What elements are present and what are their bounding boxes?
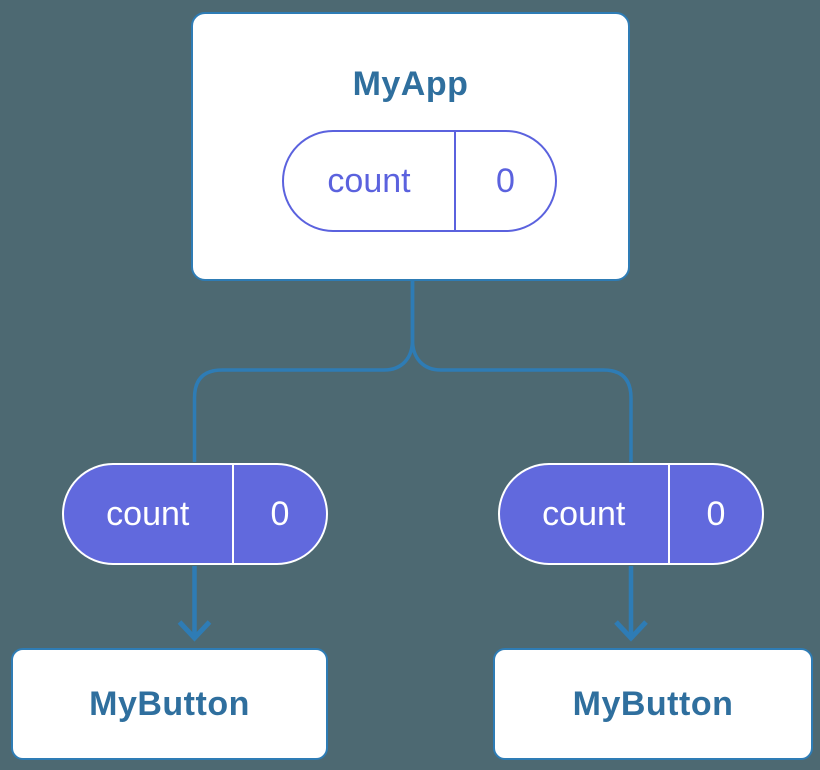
branch-left-connector [192, 281, 415, 462]
prop-name: count [542, 494, 626, 533]
node-mybutton-left-label: MyButton [89, 684, 250, 723]
state-pill-myapp: count 0 [282, 130, 557, 232]
pill-divider [454, 132, 456, 230]
node-mybutton-right-label: MyButton [572, 684, 734, 723]
branch-right-connector [410, 281, 633, 462]
state-value: 0 [496, 161, 515, 200]
state-name: count [327, 161, 411, 200]
prop-pill-right: count 0 [498, 463, 764, 565]
prop-pill-left: count 0 [62, 463, 328, 565]
node-mybutton-right: MyButton [493, 648, 813, 760]
node-myapp-label: MyApp [352, 65, 469, 103]
prop-value: 0 [706, 494, 726, 533]
prop-value: 0 [270, 494, 290, 533]
arrow-left-head-icon [177, 620, 212, 642]
node-mybutton-left: MyButton [11, 648, 328, 760]
prop-name: count [106, 494, 190, 533]
pill-divider [231, 465, 234, 563]
node-myapp: MyApp count 0 [191, 12, 630, 281]
pill-divider [667, 465, 670, 563]
arrow-right-head-icon [614, 620, 648, 642]
